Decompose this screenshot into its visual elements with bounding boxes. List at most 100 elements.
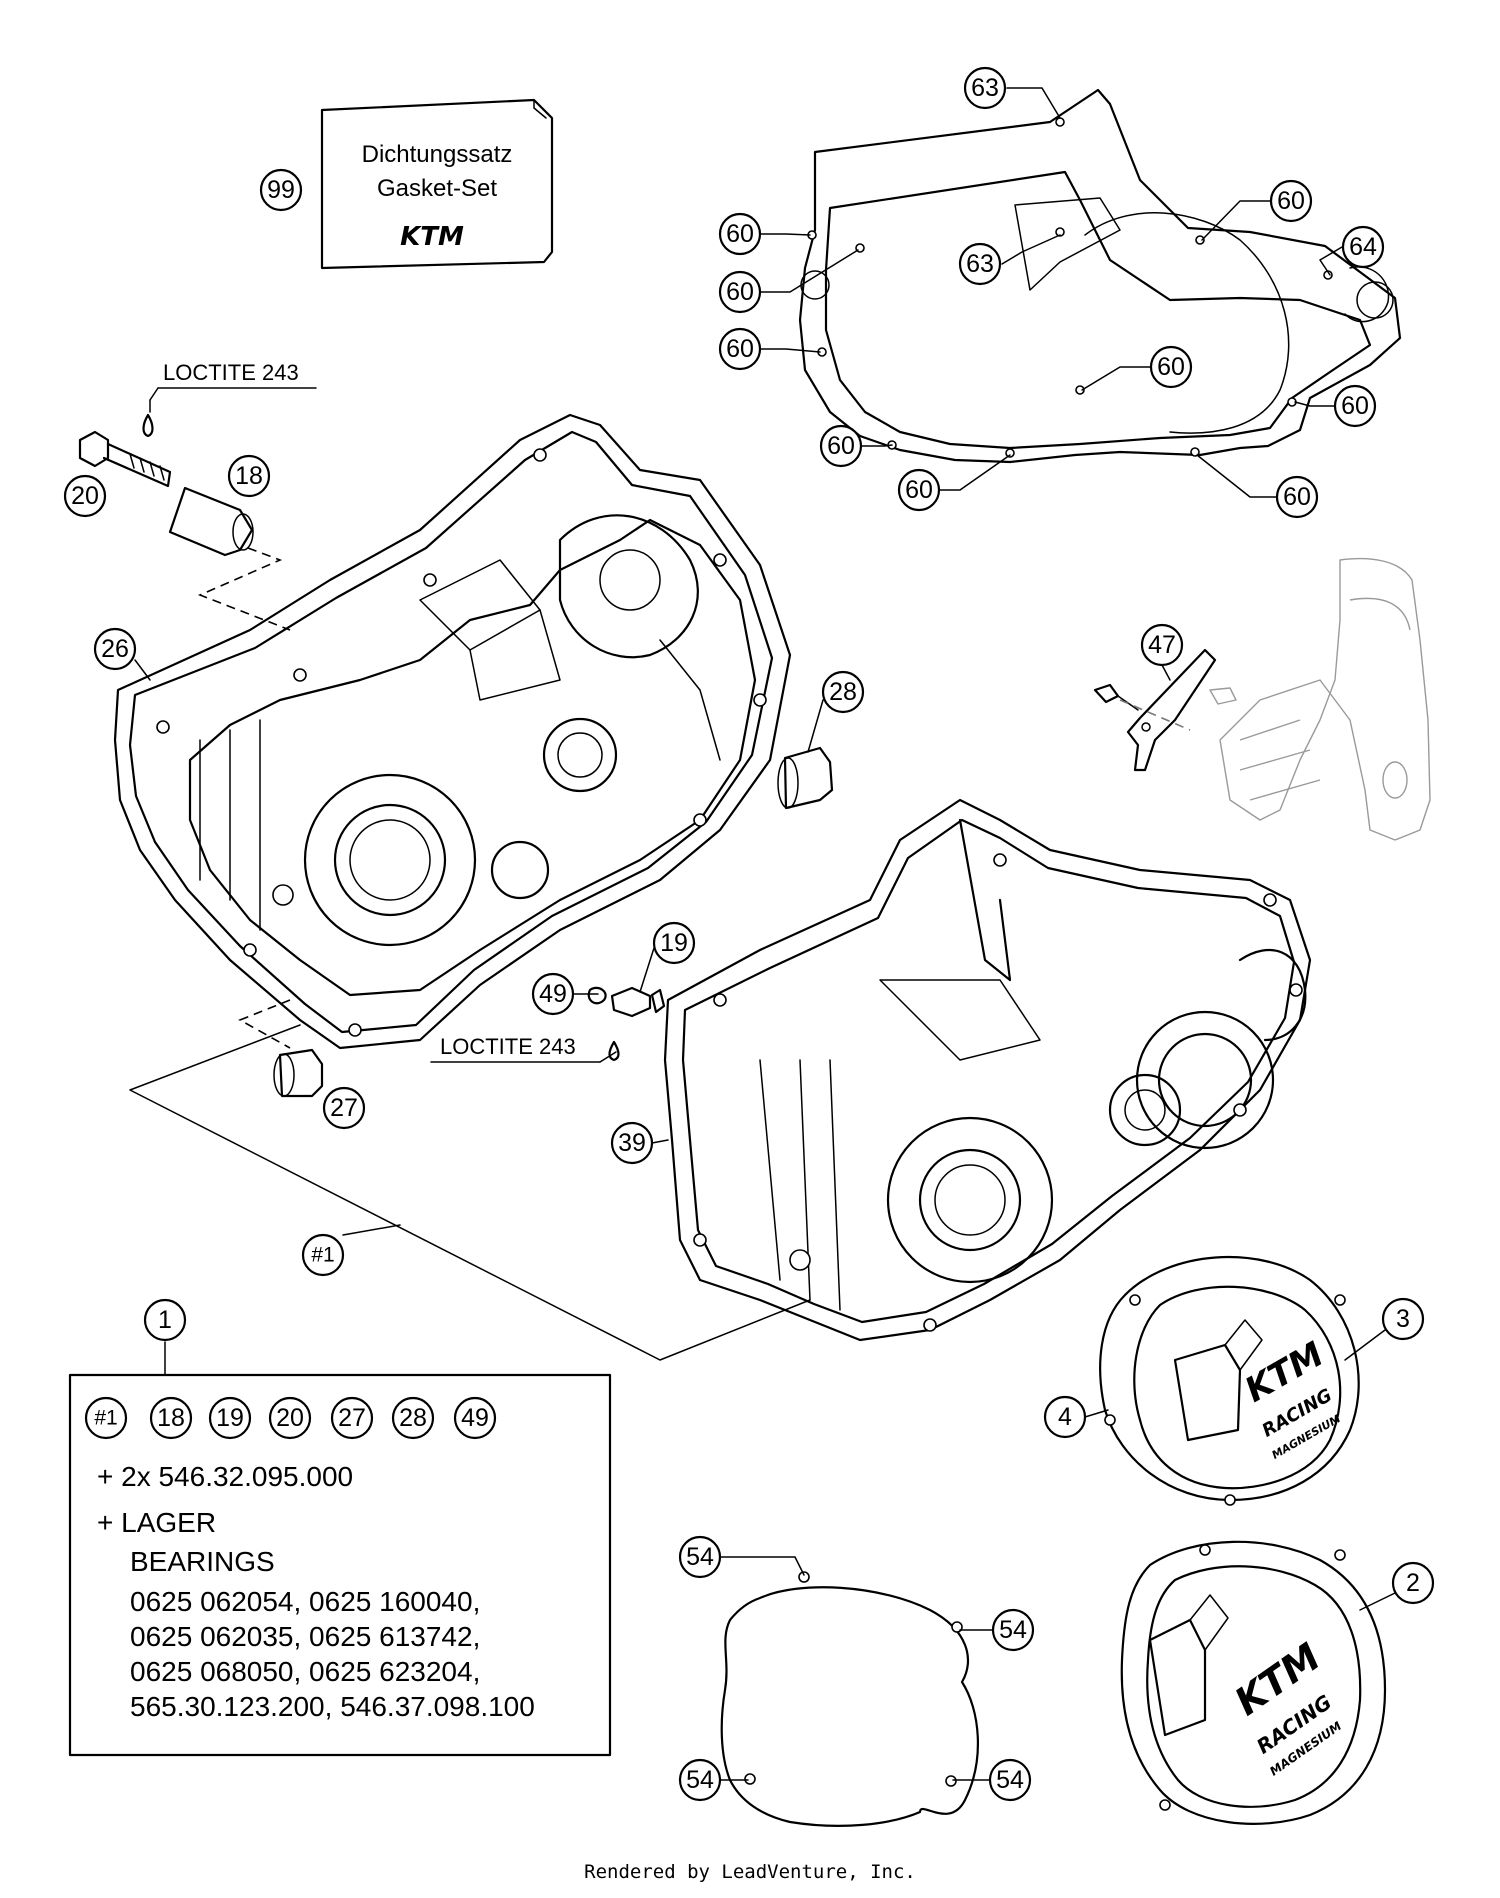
callout-60-f: 60 [1275,475,1319,519]
svg-text:60: 60 [827,432,855,460]
clutch-cover-2: KTM RACING MAGNESIUM [1120,1540,1387,1825]
ignition-cover-gasket [719,1556,994,1827]
kit-panel [68,1341,612,1757]
svg-text:60: 60 [726,220,754,248]
svg-text:60: 60 [1283,483,1311,511]
kit-line-bearings: BEARINGS [130,1546,275,1577]
svg-text:20: 20 [276,1404,304,1432]
svg-text:1: 1 [158,1306,172,1334]
callout-28: 28 [821,670,865,714]
callout-20: 20 [63,474,107,518]
exhaust-pipe-ghost [1119,557,1431,841]
assembly-bracket [129,1024,811,1361]
callout-54-d: 54 [988,1758,1032,1802]
kit-item-27: 27 [330,1396,374,1440]
svg-text:54: 54 [999,1616,1027,1644]
footer-credit: Rendered by LeadVenture, Inc. [584,1861,916,1883]
svg-text:60: 60 [905,476,933,504]
ktm-logo: KTM [400,222,464,252]
callout-60-g: 60 [1333,384,1377,428]
svg-text:26: 26 [101,635,129,663]
gasket-set-title-en: Gasket-Set [377,175,497,202]
svg-text:54: 54 [686,1766,714,1794]
right-crankcase-half [663,798,1312,1342]
kit-line-bearing-numbers-3: 0625 068050, 0625 623204, [130,1656,480,1687]
svg-text:#1: #1 [311,1244,334,1267]
callout-99: 99 [259,168,303,212]
svg-text:60: 60 [1341,392,1369,420]
svg-text:18: 18 [235,462,263,490]
kit-item-19: 19 [208,1396,252,1440]
kit-item-49: 49 [453,1396,497,1440]
svg-text:63: 63 [966,250,994,278]
svg-text:27: 27 [338,1404,366,1432]
callout-19: 19 [652,921,696,965]
bracket-47 [1093,648,1217,772]
kit-item-hash-1: #1 [84,1396,128,1440]
svg-text:63: 63 [971,74,999,102]
callout-63-top: 63 [963,66,1007,110]
bushing-27 [238,999,324,1098]
ignition-cover-assembly: KTM RACING MAGNESIUM [1099,1256,1360,1506]
screw-and-sleeve: LOCTITE 243 [78,360,317,631]
callout-47: 47 [1140,623,1184,667]
svg-text:19: 19 [216,1404,244,1432]
kit-item-18: 18 [149,1396,193,1440]
callout-60-b: 60 [718,270,762,314]
svg-text:60: 60 [1157,353,1185,381]
left-crankcase-half [113,413,792,1050]
callout-hash-1: #1 [301,1233,345,1277]
callout-60-a: 60 [718,212,762,256]
kit-line-bearing-numbers-1: 0625 062054, 0625 160040, [130,1586,480,1617]
svg-text:4: 4 [1058,1403,1072,1431]
svg-text:54: 54 [686,1543,714,1571]
callout-27: 27 [322,1086,366,1130]
callout-26: 26 [93,627,137,671]
kit-item-20: 20 [268,1396,312,1440]
callout-18: 18 [227,454,271,498]
svg-text:60: 60 [1277,187,1305,215]
callout-54-a: 54 [678,1535,722,1579]
svg-text:49: 49 [539,980,567,1008]
bushing-28 [777,746,834,810]
callout-60-e: 60 [897,468,941,512]
svg-text:#1: #1 [94,1407,117,1430]
svg-text:3: 3 [1396,1305,1410,1333]
callout-49: 49 [531,972,575,1016]
svg-text:2: 2 [1406,1569,1420,1597]
kit-line-bearing-numbers-2: 0625 062035, 0625 613742, [130,1621,480,1652]
svg-text:54: 54 [996,1766,1024,1794]
callout-60-c: 60 [718,327,762,371]
svg-text:99: 99 [267,176,295,204]
svg-text:64: 64 [1349,233,1377,261]
kit-item-28: 28 [391,1396,435,1440]
callout-39: 39 [610,1121,654,1165]
callout-54-b: 54 [991,1608,1035,1652]
kit-line-lager: + LAGER [97,1507,216,1538]
callout-63-mid: 63 [958,242,1002,286]
svg-text:28: 28 [399,1404,427,1432]
callouts: 99 63 63 64 60 60 60 60 60 60 60 60 60 2… [63,66,1435,1802]
callout-4: 4 [1043,1395,1087,1439]
kit-line-screws: + 2x 546.32.095.000 [97,1461,353,1492]
callout-2: 2 [1391,1561,1435,1605]
top-gasket-leaders [760,87,1343,498]
kit-panel-items: #1 18 19 20 27 28 49 + 2x 546.32.095.000… [84,1396,535,1722]
svg-text:39: 39 [618,1129,646,1157]
misc-leaders [134,659,1396,1611]
loctite-note-mid: LOCTITE 243 [440,1034,576,1059]
loctite-note-top: LOCTITE 243 [163,360,299,385]
svg-text:18: 18 [157,1404,185,1432]
kit-line-bearing-numbers-4: 565.30.123.200, 546.37.098.100 [130,1691,535,1722]
svg-text:20: 20 [71,482,99,510]
svg-text:60: 60 [726,278,754,306]
svg-text:60: 60 [726,335,754,363]
svg-text:19: 19 [660,929,688,957]
callout-3: 3 [1381,1297,1425,1341]
screw-19-washer-49: LOCTITE 243 [430,986,666,1063]
svg-text:28: 28 [829,678,857,706]
callout-1: 1 [143,1298,187,1342]
svg-text:49: 49 [461,1404,489,1432]
gasket-set-box: Dichtungssatz Gasket-Set KTM [320,98,554,270]
callout-54-c: 54 [678,1758,722,1802]
